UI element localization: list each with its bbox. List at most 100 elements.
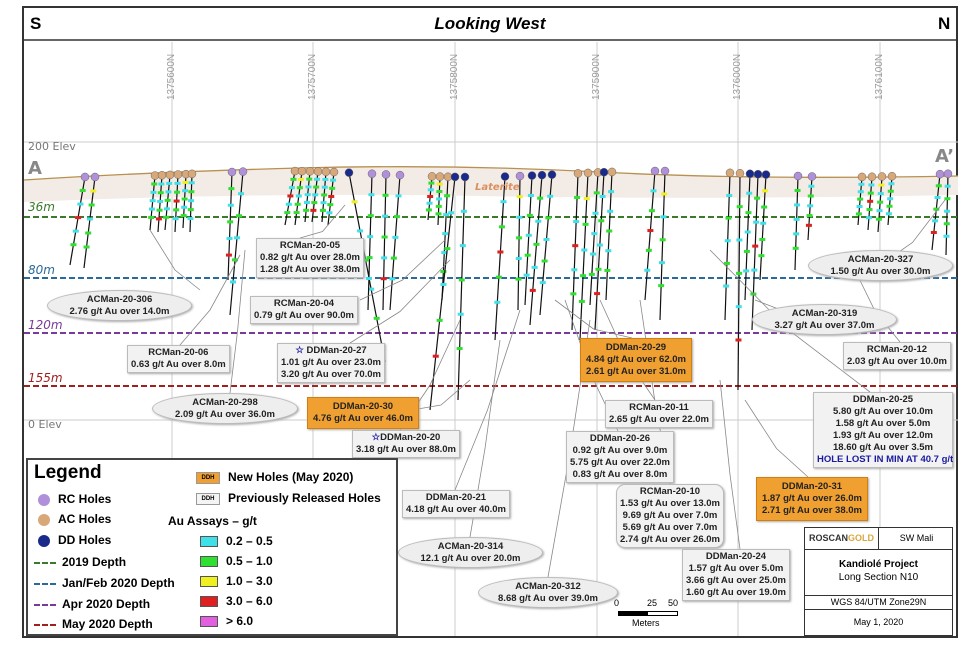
assay-interval	[180, 214, 187, 218]
assay-interval	[90, 189, 97, 193]
assay-interval	[515, 256, 522, 260]
rc-hole-collar	[80, 172, 90, 182]
legend-title: Legend	[34, 462, 102, 483]
callout-leader-line	[299, 204, 346, 239]
scale-tick-50: 50	[668, 598, 679, 608]
assay-interval	[661, 192, 668, 196]
assay-interval	[500, 200, 507, 204]
assay-interval	[382, 214, 389, 218]
assay-interval	[435, 204, 442, 208]
assay-interval	[588, 272, 595, 276]
assay-interval	[390, 256, 397, 260]
assay-interval	[660, 215, 667, 219]
assay-interval	[328, 194, 335, 198]
assay-interval	[173, 199, 180, 203]
assay-interval	[855, 212, 862, 216]
assay-interval	[442, 232, 449, 236]
rc-hole-collar	[807, 172, 817, 181]
legend-assay-4: > 6.0	[200, 614, 253, 628]
legend-apr-2020-depth: Apr 2020 Depth	[34, 597, 150, 611]
ac-hole-collar	[867, 172, 877, 182]
datum-label: WGS 84/UTM Zone29N	[805, 596, 952, 610]
drill-hole-trace	[348, 172, 386, 363]
ac-hole-collar	[313, 167, 323, 176]
assay-interval	[531, 265, 538, 269]
assay-interval	[288, 186, 295, 190]
assay-interval	[443, 213, 450, 217]
drill-hole-trace	[744, 173, 751, 301]
assay-interval	[647, 229, 654, 233]
assay-interval	[457, 312, 464, 316]
assay-interval	[604, 268, 611, 272]
assay-interval	[523, 273, 530, 277]
ac-hole-collar	[187, 169, 197, 179]
assay-interval	[297, 177, 304, 181]
rc-hole-collar	[943, 169, 953, 178]
assay-interval	[865, 216, 872, 220]
assay-interval	[319, 208, 326, 212]
assay-interval	[572, 244, 579, 248]
dd-hole-collar	[344, 168, 354, 177]
callout-leader-line	[454, 309, 521, 491]
rc-hole-collar	[793, 171, 803, 181]
assay-interval	[86, 217, 93, 221]
drill-hole-trace	[751, 174, 759, 331]
assay-interval	[545, 216, 552, 220]
drill-hole-trace	[457, 176, 466, 401]
assay-interval	[866, 208, 873, 212]
callout-leader-line	[179, 254, 241, 346]
drill-hole-trace	[429, 176, 456, 411]
ac-hole-collar	[427, 172, 437, 181]
assay-interval	[75, 216, 82, 220]
assay-interval	[494, 300, 501, 304]
assay-interval	[529, 288, 536, 292]
assay-interval	[320, 201, 327, 205]
company-logo: ROSCANGOLD	[805, 528, 879, 549]
depth-label-36m: 36m	[28, 200, 55, 214]
assay-interval	[807, 204, 814, 208]
laterite-label: Laterite	[475, 182, 520, 193]
scale-tick-0: 0	[614, 598, 620, 608]
rc-hole-collar	[660, 166, 670, 176]
assay-interval	[225, 253, 232, 257]
assay-interval	[580, 274, 587, 278]
assay-interval	[440, 282, 447, 286]
title-block-header: ROSCANGOLD SW Mali	[805, 528, 952, 550]
assay-interval	[650, 189, 657, 193]
ac-hole-collar	[583, 168, 593, 178]
rc-hole-icon	[38, 493, 50, 506]
legend-assay-0: 0.2 – 0.5	[200, 534, 273, 548]
ac-hole-collar	[329, 167, 339, 177]
assay-interval	[227, 220, 234, 224]
assay-interval	[857, 197, 864, 201]
assay-interval	[537, 196, 544, 200]
drill-hole-trace	[517, 176, 521, 311]
assay-interval	[930, 230, 937, 234]
assay-interval	[498, 225, 505, 229]
callout-leader-line	[149, 229, 201, 291]
assay-interval	[389, 277, 396, 281]
assay-interval	[887, 189, 894, 193]
easting-label: 1376100N	[874, 53, 885, 100]
rc-hole-collar	[238, 167, 248, 176]
assay-interval	[444, 194, 451, 198]
assay-interval	[306, 177, 313, 181]
assay-interval	[166, 181, 173, 185]
assay-interval	[570, 292, 577, 296]
scale-bar	[618, 611, 678, 616]
section-start-label: A	[28, 158, 42, 179]
ac-hole-collar	[725, 168, 735, 178]
assay-interval	[648, 209, 655, 213]
assay-interval	[608, 190, 615, 194]
ac-hole-collar	[857, 172, 867, 182]
assay-interval	[426, 201, 433, 205]
assay-interval	[735, 305, 742, 309]
dd-hole-collar	[753, 169, 763, 179]
assay-interval	[227, 203, 234, 207]
assay-interval	[878, 183, 885, 187]
assay-interval	[573, 220, 580, 224]
